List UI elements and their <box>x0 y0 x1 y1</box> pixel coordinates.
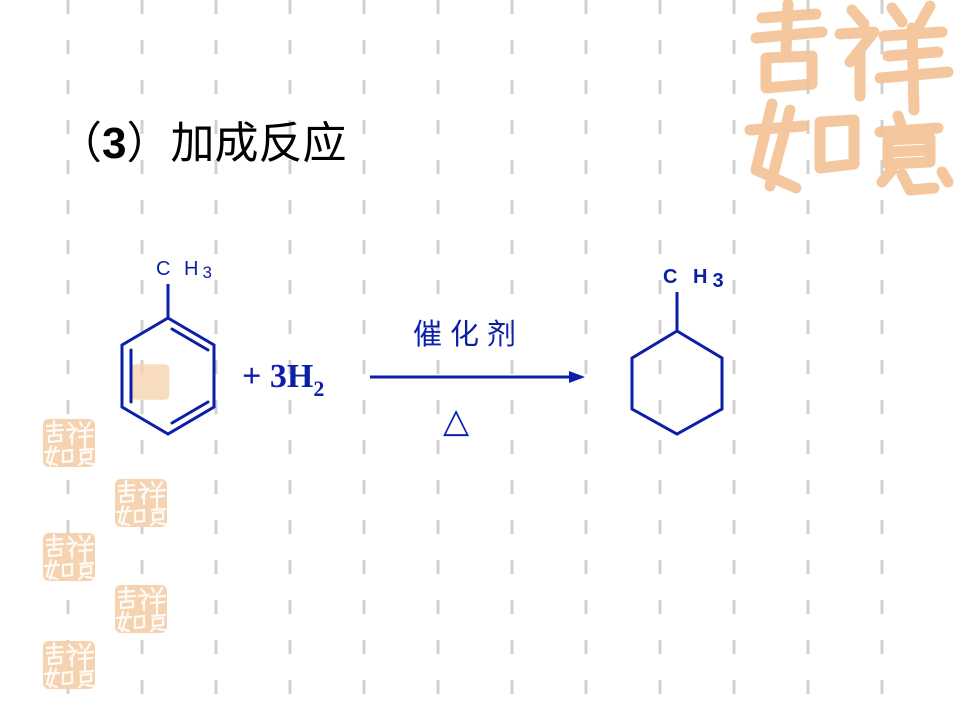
product-methyl-label: C H3 <box>663 266 729 291</box>
benzene-ring <box>120 316 216 436</box>
reagent-main: + 3H <box>242 358 314 395</box>
catalyst-label: 催化剂 <box>413 317 525 351</box>
title-close-paren: ） <box>126 118 171 169</box>
slide-title: （3）加成反应 <box>58 122 346 166</box>
reactant-methyl-main: C H <box>156 258 203 280</box>
reactant-methyl-label: C H3 <box>156 258 216 282</box>
cyclohexane-ring <box>630 329 724 436</box>
reagent-hydrogen: + 3H2 <box>242 358 324 400</box>
reaction-arrow <box>370 371 585 383</box>
heat-condition-label: △ <box>443 401 470 441</box>
product-methyl-main: C H <box>663 266 713 288</box>
title-text: 加成反应 <box>170 118 347 169</box>
reactant-methyl-subscript: 3 <box>202 263 216 282</box>
title-open-paren: （ <box>58 118 102 169</box>
reagent-subscript: 2 <box>313 376 325 401</box>
product-methyl-subscript: 3 <box>712 270 729 292</box>
title-number: 3 <box>102 119 127 168</box>
